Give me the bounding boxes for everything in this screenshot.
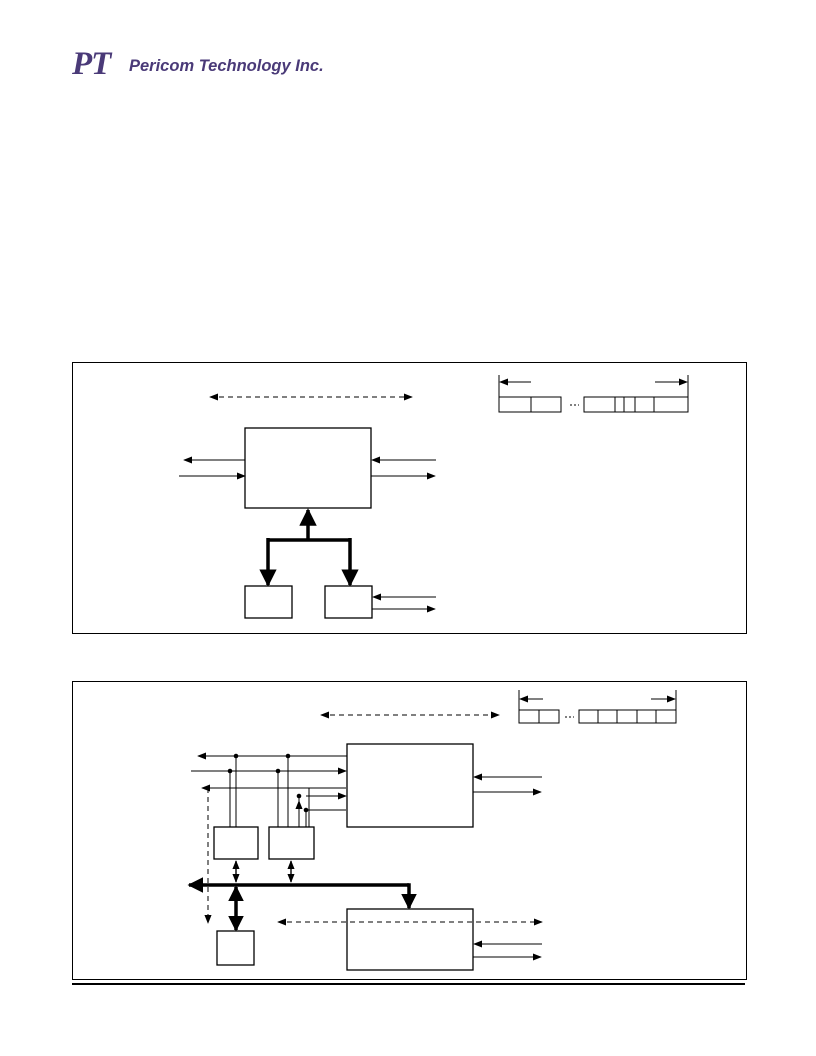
block-diagram-1 bbox=[179, 375, 689, 619]
upper-controller-block bbox=[346, 743, 474, 828]
footer-rule bbox=[72, 983, 745, 985]
diagram-panel-1 bbox=[72, 362, 747, 634]
frame-format-diagram-2 bbox=[518, 690, 677, 724]
junction-dots bbox=[227, 753, 309, 813]
internal-data-bus bbox=[259, 508, 359, 587]
interface-block-right bbox=[268, 826, 315, 860]
diagram-panel-2 bbox=[72, 681, 747, 980]
block-diagram-2 bbox=[187, 690, 677, 971]
sub-block-right bbox=[324, 585, 373, 619]
sub-block-left bbox=[244, 585, 293, 619]
frame-format-diagram bbox=[498, 375, 689, 413]
frame-field-2b bbox=[578, 709, 677, 724]
logo-mark: PT bbox=[72, 46, 111, 82]
left-signal-network bbox=[191, 752, 347, 924]
system-bus bbox=[187, 877, 417, 932]
lower-controller-block bbox=[346, 908, 474, 971]
main-block bbox=[244, 427, 372, 509]
memory-block bbox=[216, 930, 255, 966]
company-name: Pericom Technology Inc. bbox=[129, 57, 324, 75]
frame-field-b bbox=[583, 396, 689, 413]
frame-field-a bbox=[498, 396, 562, 413]
interface-block-left bbox=[213, 826, 259, 860]
